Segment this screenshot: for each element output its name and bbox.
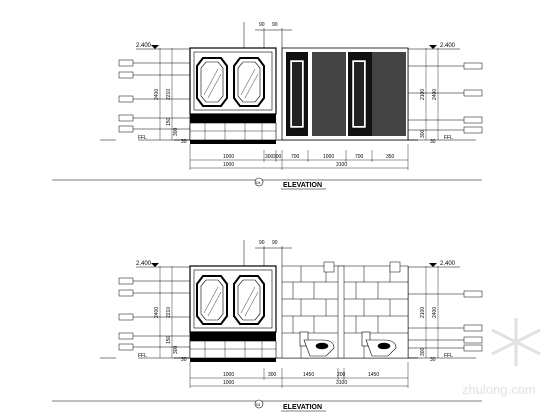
elevation-bottom: 90 90 2.400 2.400 [52,240,483,412]
bottom-dim-2-2: 3100 [336,380,347,386]
top-dim-2: 90 [272,22,278,28]
title-circle-label: D4 [256,181,261,185]
urinal-left [299,331,335,357]
ffl-right: FFL [444,353,453,359]
ffl-left: FFL [138,135,147,141]
elevation-top: 90 90 2.400 2.400 [52,22,483,190]
callouts-right [408,62,483,134]
small-dim-left-3: 30 [181,357,187,363]
cabinet-panel-left [189,47,277,144]
bottom-dim-1-1: 1000 [223,372,234,378]
level-right: 2.400 [440,261,456,267]
elevation-title: ELEVATION [283,182,322,189]
callouts-left [100,277,190,359]
bottom-dim-1-5: 1450 [368,372,379,378]
small-dim-right-2: 30 [430,357,436,363]
bottom-dim-1-3: 1450 [303,372,314,378]
small-dim-right-2: 30 [430,139,436,145]
bottom-dim-1-1: 1000 [223,154,234,160]
bottom-dim-1-2: 300 [265,154,274,160]
left-height-dim-1: 2400 [154,307,160,318]
top-dim-2: 90 [272,240,278,246]
bottom-dim-2-1: 1000 [223,162,234,168]
callouts-right [408,290,483,352]
top-dimension [243,240,292,266]
bottom-dimensions [189,144,409,170]
ffl-left: FFL [138,353,147,359]
left-height-dim-1: 2400 [154,89,160,100]
elevation-title: ELEVATION [283,404,322,411]
level-left: 2.400 [136,43,152,49]
right-height-dim-1: 2100 [420,89,426,100]
bottom-dimensions [189,362,409,388]
small-dim-right-1: 300 [420,129,426,138]
bottom-dim-2-2: 3100 [336,162,347,168]
bottom-dim-1-3: 300 [273,154,282,160]
right-height-dim-2: 2400 [432,89,438,100]
bottom-dim-1-6: 700 [355,154,364,160]
urinal-right [361,331,397,357]
small-dim-left-1: 150 [166,117,172,126]
bottom-dim-1-5: 1000 [323,154,334,160]
cabinet-panel-left [189,265,277,362]
callouts-left [100,59,190,141]
small-dim-right-1: 300 [420,347,426,356]
watermark-logo: zhulong.com [462,318,541,397]
level-left: 2.400 [136,261,152,267]
small-dim-left-3: 30 [181,139,187,145]
bottom-dim-1-4: 700 [291,154,300,160]
left-height-dim-2: 2210 [166,89,172,100]
watermark-text: zhulong.com [462,382,536,397]
ffl-right: FFL [444,135,453,141]
small-dim-left-2: 300 [173,345,179,354]
title-circle-label: D4 [256,403,261,407]
right-height-dim-1: 2100 [420,307,426,318]
top-dim-1: 90 [259,240,265,246]
small-dim-left-1: 150 [166,335,172,344]
bottom-dim-1-7: 350 [386,154,395,160]
left-height-dim-2: 2210 [166,307,172,318]
bottom-dim-1-2: 300 [268,372,277,378]
stone-panel-right [281,47,409,141]
top-dimension [243,22,292,48]
bottom-dim-2-1: 1000 [223,380,234,386]
level-right: 2.400 [440,43,456,49]
top-dim-1: 90 [259,22,265,28]
right-height-dim-2: 2400 [432,307,438,318]
small-dim-left-2: 300 [173,127,179,136]
bottom-dim-1-4: 200 [337,372,346,378]
